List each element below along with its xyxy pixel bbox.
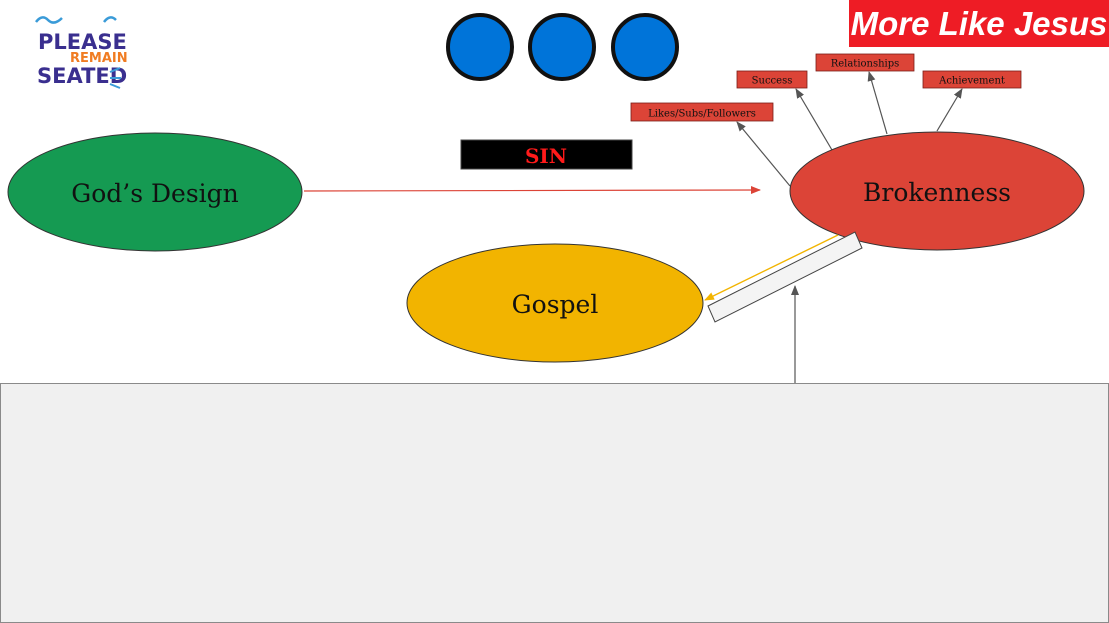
please-remain-seated-logo-icon: PLEASE REMAIN SEATED [35,16,128,89]
sin-box[interactable]: SIN [460,139,633,170]
arrow-to-achievement [936,88,963,132]
arrow-to-likes [736,121,791,187]
tag-achievement[interactable]: Achievement [922,70,1022,89]
brand-title: More Like Jesus [851,5,1108,42]
tag-likes[interactable]: Likes/Subs/Followers [630,102,774,122]
dot-2[interactable] [528,13,596,81]
tag-success-label: Success [752,76,793,87]
tag-relationships[interactable]: Relationships [815,53,915,72]
logo-line-remain: REMAIN [70,51,128,66]
bridge-bar[interactable] [707,231,863,323]
dot-1[interactable] [446,13,514,81]
bottom-panel [0,383,1109,623]
arrow-design-to-brokenness [303,186,761,195]
sin-label: SIN [525,144,567,168]
arrow-brokenness-to-gospel [704,234,839,301]
arrow-to-success [795,88,833,151]
tag-relationships-label: Relationships [831,59,900,70]
arrow-to-relationships [867,71,888,135]
brokenness-label: Brokenness [863,178,1011,207]
tag-achievement-label: Achievement [938,76,1005,87]
node-gospel[interactable]: Gospel [406,243,704,363]
gospel-label: Gospel [512,290,599,319]
tag-success[interactable]: Success [736,70,808,89]
gods-design-label: God’s Design [71,179,239,208]
node-gods-design[interactable]: God’s Design [7,132,303,252]
brand-banner: More Like Jesus [849,0,1109,47]
dot-3[interactable] [611,13,679,81]
tag-likes-label: Likes/Subs/Followers [648,109,756,120]
node-brokenness[interactable]: Brokenness [789,131,1085,251]
logo-line-please: PLEASE [38,30,127,54]
